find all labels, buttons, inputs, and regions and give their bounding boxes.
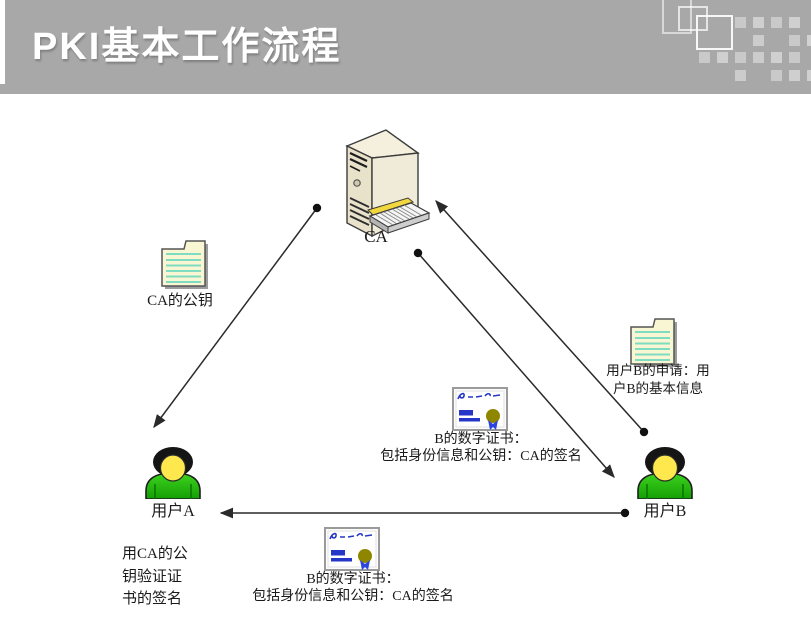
certificate-b-lower-label: B的数字证书： 包括身份信息和公钥：CA的签名	[252, 572, 454, 604]
certificate-b-upper-icon	[452, 387, 508, 431]
certificate-b-upper-label: B的数字证书： 包括身份信息和公钥：CA的签名	[380, 432, 582, 464]
ca-server-icon	[345, 129, 431, 238]
ca-public-key-label: CA的公钥	[147, 293, 213, 309]
verify-signature-note: 用CA的公 钥验证证 书的签名	[122, 546, 188, 607]
certificate-b-lower-icon	[324, 527, 380, 571]
user-a-label: 用户A	[151, 503, 195, 520]
header-left-strip	[0, 0, 5, 84]
ca-public-key-folder-icon	[161, 240, 208, 289]
page-title: PKI基本工作流程	[32, 26, 342, 68]
user-b-label: 用户B	[643, 503, 687, 520]
header-banner: PKI基本工作流程	[0, 0, 811, 94]
ca-label: CA	[364, 227, 388, 246]
header-decoration-outline	[678, 6, 708, 31]
user-b-request-folder-icon	[630, 318, 677, 367]
header-decoration-outline	[662, 0, 692, 34]
user-a-icon	[145, 447, 201, 499]
header-decoration-squares	[735, 17, 746, 28]
user-b-request-label: 用户B的申请：用 户B的基本信息	[606, 363, 710, 396]
header-decoration-outline	[696, 15, 733, 50]
user-b-icon	[637, 447, 693, 499]
